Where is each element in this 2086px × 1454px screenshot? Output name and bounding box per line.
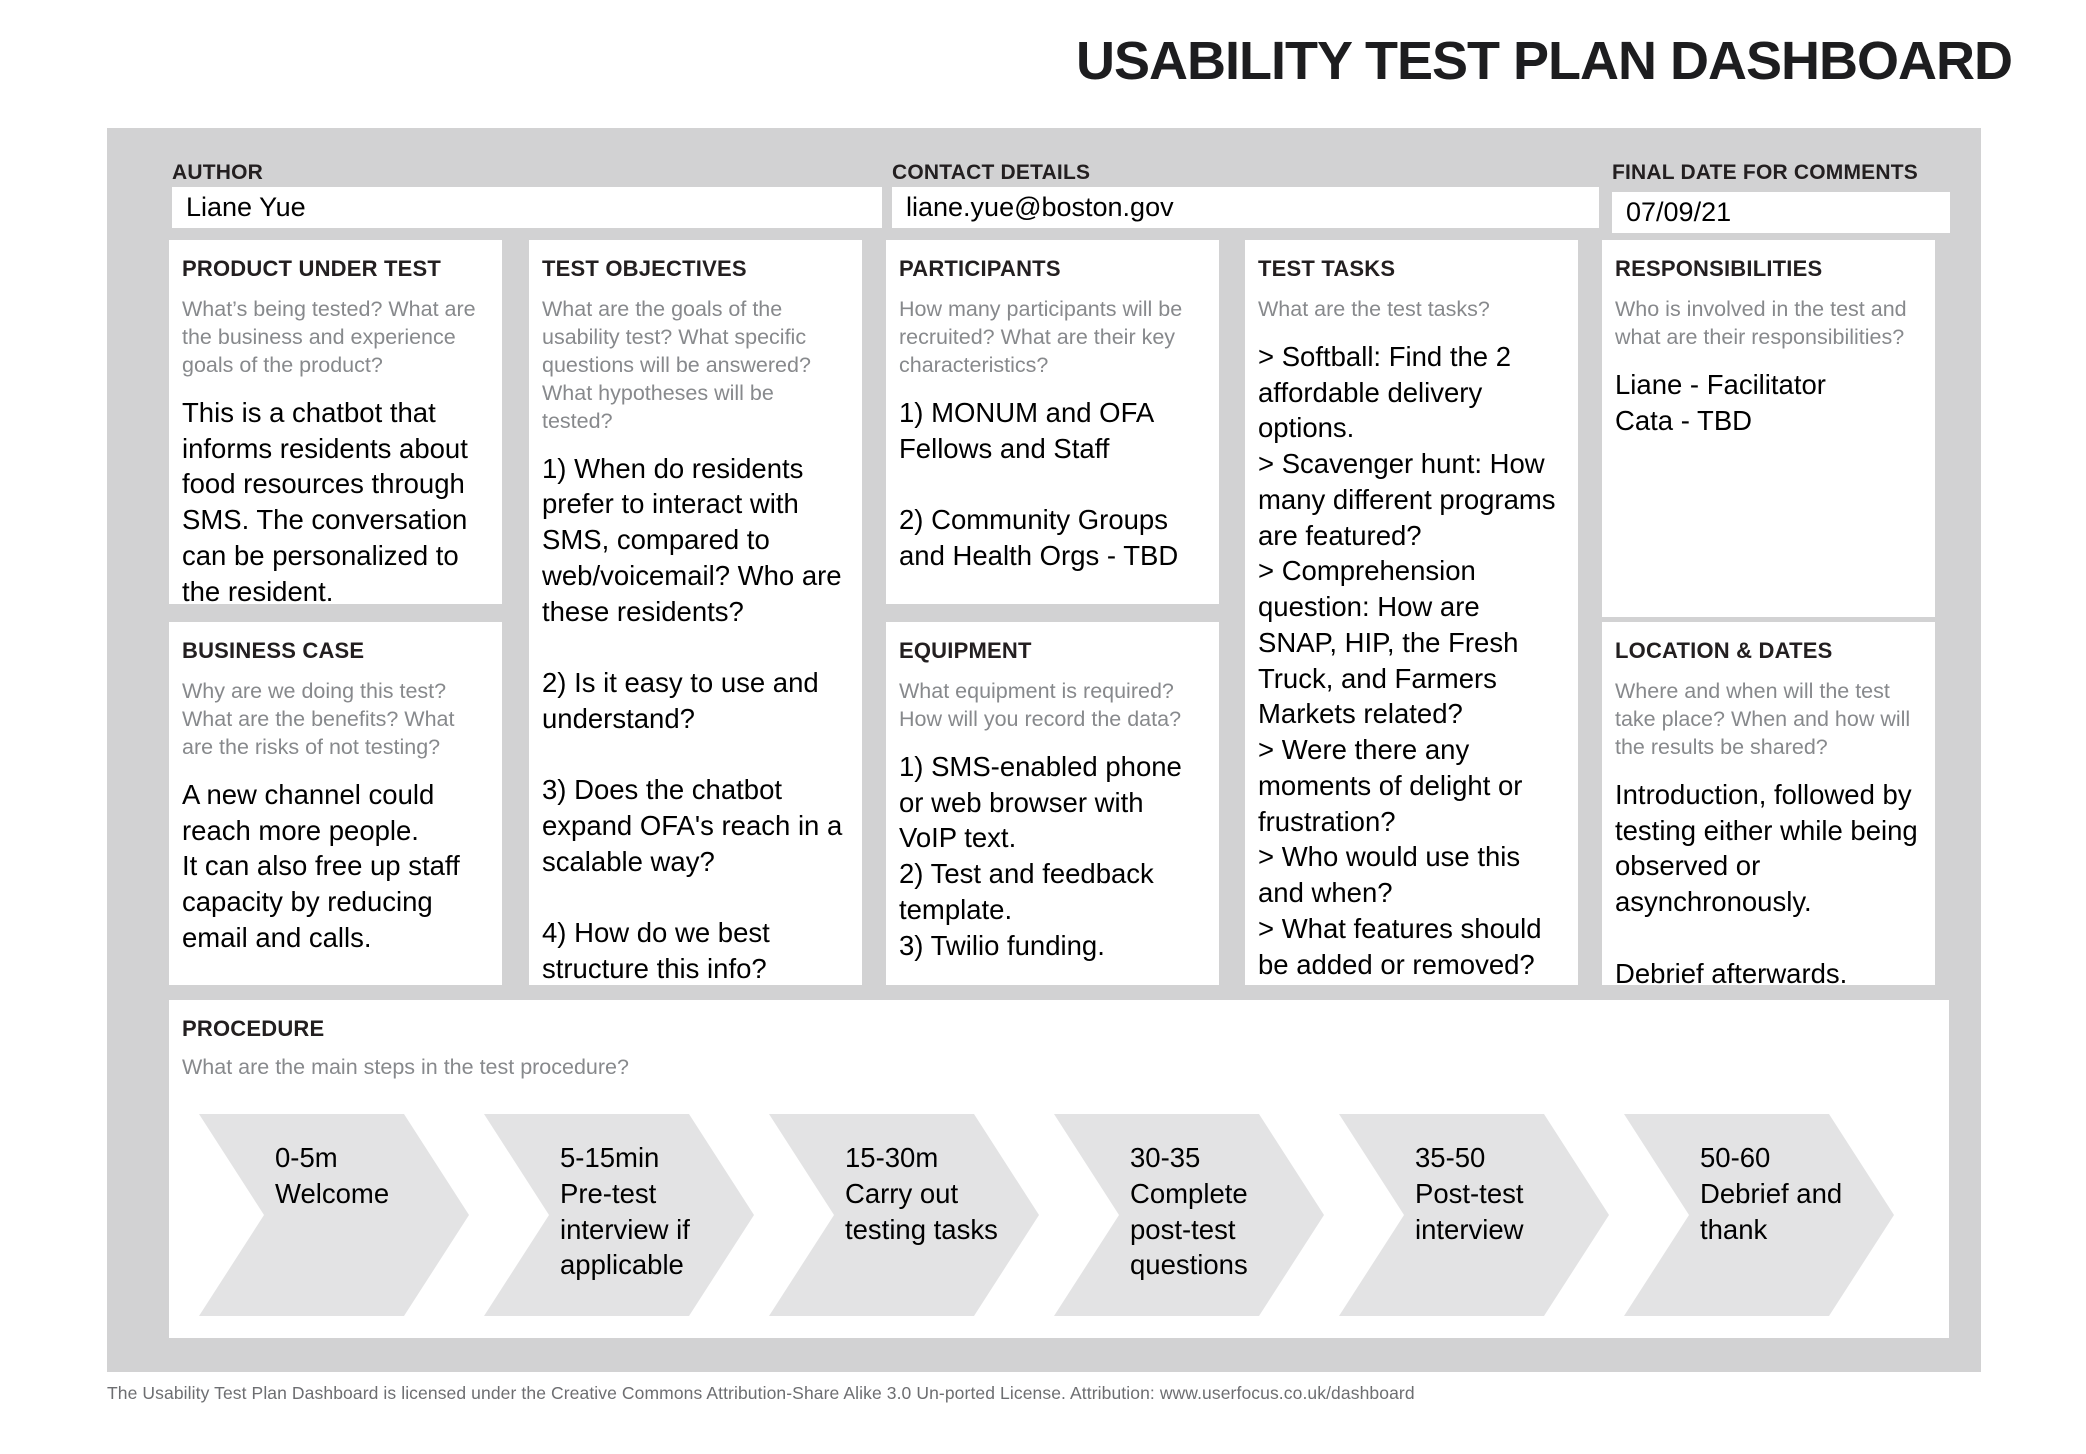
equipment-box: EQUIPMENT What equipment is required? Ho… [886,622,1219,985]
equipment-prompt: What equipment is required? How will you… [899,679,1182,731]
location-dates-box: LOCATION & DATES Where and when will the… [1602,622,1935,985]
participants-title: PARTICIPANTS [899,256,1061,281]
responsibilities-title: RESPONSIBILITIES [1615,256,1823,281]
step-time: 15-30m [845,1142,939,1173]
test-tasks-box: TEST TASKS What are the test tasks? > So… [1245,240,1578,985]
procedure-box: PROCEDURE What are the main steps in the… [169,1000,1949,1338]
business-case-box: BUSINESS CASE Why are we doing this test… [169,622,502,985]
step-label: Welcome [275,1177,390,1209]
step-label: Pre-test interview if applicable [560,1177,690,1281]
page-title: USABILITY TEST PLAN DASHBOARD [1075,31,2013,91]
final-date-field[interactable]: 07/09/21 [1612,192,1950,233]
test-tasks-title: TEST TASKS [1258,256,1396,281]
equipment-answer: 1) SMS-enabled phone or web browser with… [899,750,1182,961]
test-tasks-answer: > Softball: Find the 2 affordable delive… [1258,340,1556,980]
test-objectives-title: TEST OBJECTIVES [542,256,747,281]
step-label: Debrief and thank [1700,1177,1843,1245]
author-label: AUTHOR [172,161,264,184]
business-case-title: BUSINESS CASE [182,638,365,663]
participants-answer: 1) MONUM and OFA Fellows and Staff 2) Co… [899,396,1179,571]
product-under-test-prompt: What’s being tested? What are the busine… [182,297,476,377]
product-under-test-answer: This is a chatbot that informs residents… [182,396,468,604]
location-dates-answer: Introduction, followed by testing either… [1615,778,1918,985]
participants-box: PARTICIPANTS How many participants will … [886,240,1219,604]
contact-details-label: CONTACT DETAILS [892,161,1091,184]
procedure-step-arrow: 50-60 Debrief and thank [1624,1114,1894,1316]
step-label: Post-test interview [1415,1177,1524,1245]
final-date-label: FINAL DATE FOR COMMENTS [1612,161,1918,184]
step-time: 0-5m [275,1142,338,1173]
step-label: Carry out testing tasks [845,1177,998,1245]
product-under-test-box: PRODUCT UNDER TEST What’s being tested? … [169,240,502,604]
step-time: 50-60 [1700,1142,1771,1173]
author-field[interactable]: Liane Yue [172,187,882,228]
procedure-step-arrow: 0-5m Welcome [199,1114,469,1316]
step-label: Complete post-test questions [1130,1177,1248,1281]
responsibilities-prompt: Who is involved in the test and what are… [1615,297,1907,349]
responsibilities-box: RESPONSIBILITIES Who is involved in the … [1602,240,1935,617]
test-tasks-prompt: What are the test tasks? [1258,297,1490,321]
test-objectives-answer: 1) When do residents prefer to interact … [542,452,843,985]
test-objectives-prompt: What are the goals of the usability test… [542,297,811,433]
location-dates-title: LOCATION & DATES [1615,638,1833,663]
procedure-step-arrow: 5-15min Pre-test interview if applicable [484,1114,754,1316]
procedure-step-arrow: 15-30m Carry out testing tasks [769,1114,1039,1316]
product-under-test-title: PRODUCT UNDER TEST [182,256,442,281]
procedure-title: PROCEDURE [182,1016,325,1041]
procedure-step-arrow: 30-35 Complete post-test questions [1054,1114,1324,1316]
procedure-steps: 0-5m Welcome 5-15min Pre-test interview … [199,1114,1909,1316]
business-case-prompt: Why are we doing this test? What are the… [182,679,455,759]
business-case-answer: A new channel could reach more people. I… [182,778,460,953]
location-dates-prompt: Where and when will the test take place?… [1615,679,1911,759]
step-time: 35-50 [1415,1142,1486,1173]
responsibilities-answer: Liane - Facilitator Cata - TBD [1615,368,1826,436]
dashboard-panel: AUTHOR Liane Yue CONTACT DETAILS liane.y… [107,128,1981,1372]
step-time: 30-35 [1130,1142,1201,1173]
license-note: The Usability Test Plan Dashboard is lic… [107,1383,1415,1403]
participants-prompt: How many participants will be recruited?… [899,297,1183,377]
procedure-step-arrow: 35-50 Post-test interview [1339,1114,1609,1316]
step-time: 5-15min [560,1142,660,1173]
procedure-prompt: What are the main steps in the test proc… [182,1055,629,1079]
test-objectives-box: TEST OBJECTIVES What are the goals of th… [529,240,862,985]
equipment-title: EQUIPMENT [899,638,1032,663]
contact-details-field[interactable]: liane.yue@boston.gov [892,187,1599,228]
